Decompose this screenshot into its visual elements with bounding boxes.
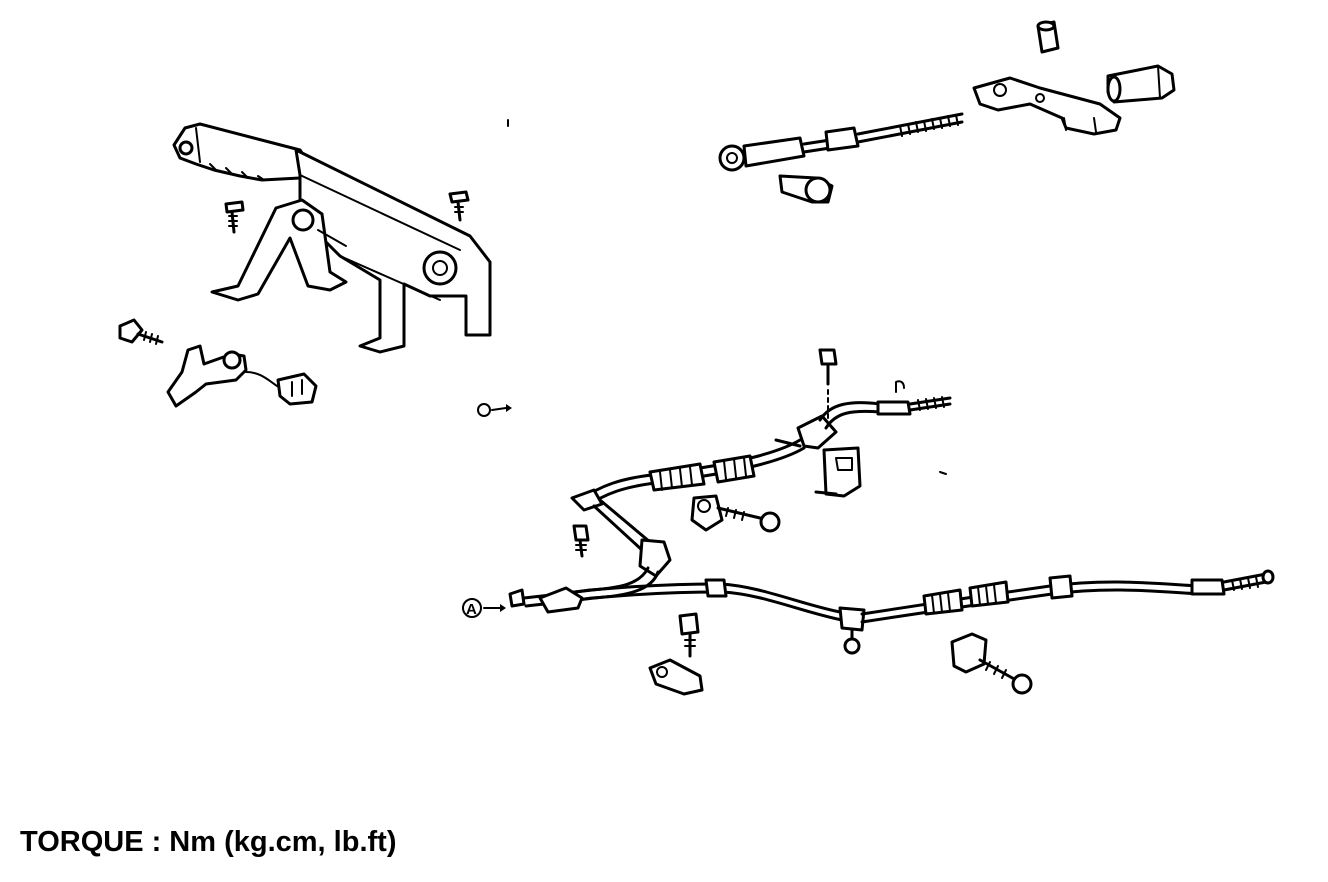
front-cable-bolt: [572, 524, 590, 558]
reference-marker-b: [697, 499, 711, 513]
equalizer-bracket: [972, 76, 1122, 136]
lower-cable-bolt: [678, 612, 700, 658]
reference-marker-a-lower: A: [462, 598, 506, 618]
rear-cable-lower: [508, 569, 1275, 655]
front-cable-clamp: [690, 494, 781, 533]
equalizer-collar-top: [1036, 20, 1060, 54]
parking-brake-switch: [166, 344, 318, 408]
adjusting-nut: [1106, 64, 1176, 104]
upper-cable-bracket: [814, 446, 862, 498]
diagram-tick-mark-right: [939, 471, 947, 475]
lever-mounting-bolt-left: [224, 200, 245, 234]
rear-cable-upper: [578, 380, 952, 510]
adjusting-rod: [718, 112, 964, 172]
front-cable-rod: [558, 488, 672, 604]
marker-a-label: A: [466, 601, 477, 618]
lower-cable-clamp-left: [648, 658, 704, 696]
upper-cable-bolt: [818, 348, 838, 421]
switch-mounting-screw: [118, 318, 164, 345]
parking-brake-lever: [172, 122, 492, 354]
lever-mounting-bolt-right: [448, 190, 470, 222]
torque-units-note: TORQUE : Nm (kg.cm, lb.ft): [20, 826, 397, 858]
lower-cable-clamp-right: [950, 632, 1033, 695]
adjusting-rod-pin: [778, 174, 834, 204]
reference-marker-a-upper: [477, 403, 512, 417]
